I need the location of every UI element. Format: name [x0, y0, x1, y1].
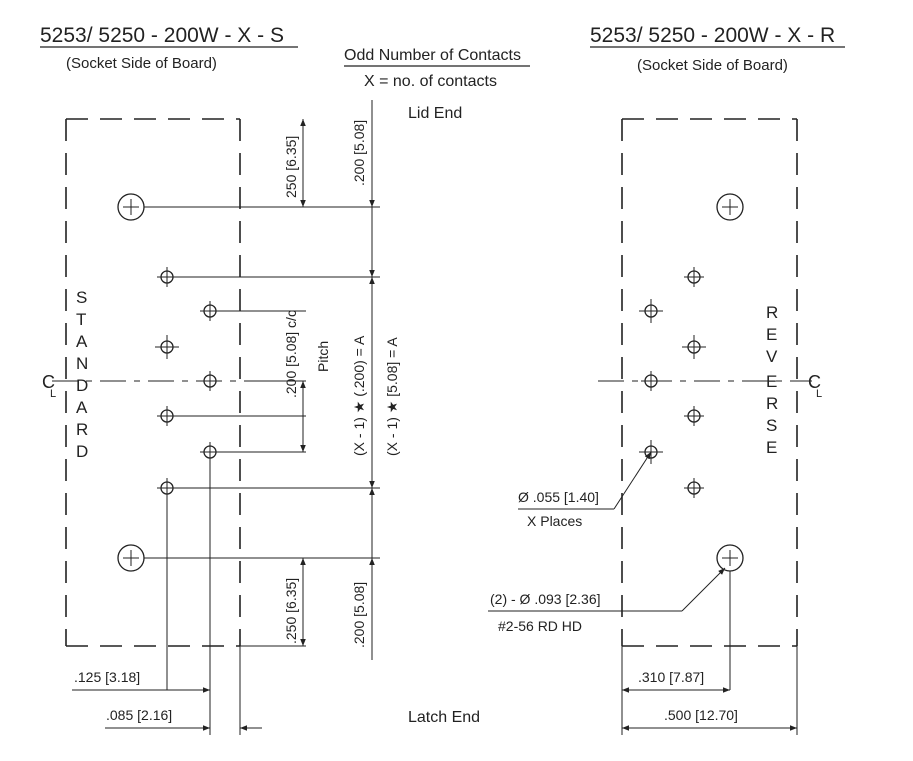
dim-pitch: .200 [5.08] c/c Pitch: [262, 310, 331, 452]
svg-text:E: E: [766, 372, 777, 391]
dim-500: .500 [12.70]: [622, 707, 797, 731]
svg-text:.250 [6.35]: .250 [6.35]: [283, 578, 299, 644]
odd-contacts-note: Odd Number of Contacts: [344, 47, 521, 64]
svg-text:S: S: [766, 416, 777, 435]
lid-end-label: Lid End: [408, 105, 462, 122]
svg-text:L: L: [816, 388, 822, 400]
svg-text:250 [6.35]: 250 [6.35]: [283, 136, 299, 198]
x-definition: X = no. of contacts: [364, 73, 497, 90]
contact-hole-callout: Ø .055 [1.40] X Places: [518, 451, 652, 529]
dim-top-200: .200 [5.08]: [351, 100, 375, 207]
svg-text:#2-56 RD HD: #2-56 RD HD: [498, 618, 582, 634]
svg-text:A: A: [76, 332, 88, 351]
svg-text:(X - 1) ★ [5.08] = A: (X - 1) ★ [5.08] = A: [384, 337, 400, 456]
right-contact-holes: [639, 267, 706, 498]
mount-hole-callout: (2) - Ø .093 [2.36] #2-56 RD HD: [488, 567, 726, 634]
svg-text:(2) - Ø .093 [2.36]: (2) - Ø .093 [2.36]: [490, 591, 601, 607]
svg-text:N: N: [76, 354, 88, 373]
right-socket-outline: [621, 118, 798, 647]
svg-text:R: R: [76, 420, 88, 439]
standard-label: S T A N D A R D: [76, 288, 88, 461]
left-subtitle: (Socket Side of Board): [66, 55, 217, 72]
left-mount-hole-top: [117, 193, 145, 221]
dim-bottom-offset: .250 [6.35]: [240, 558, 306, 647]
right-mount-hole-top: [716, 193, 744, 221]
left-mount-hole-bottom: [117, 544, 145, 572]
dim-top-offset: 250 [6.35]: [283, 119, 306, 207]
svg-text:S: S: [76, 288, 87, 307]
svg-text:X Places: X Places: [527, 513, 582, 529]
svg-text:R: R: [766, 303, 778, 322]
svg-text:D: D: [76, 442, 88, 461]
svg-text:.500 [12.70]: .500 [12.70]: [664, 707, 738, 723]
svg-text:E: E: [766, 325, 777, 344]
dim-bottom-200: .200 [5.08]: [351, 558, 375, 660]
svg-text:.200 [5.08]: .200 [5.08]: [351, 582, 367, 648]
right-centerline-symbol: C L: [808, 372, 822, 400]
right-mount-hole-bottom: [716, 544, 744, 572]
svg-text:D: D: [76, 376, 88, 395]
svg-text:R: R: [766, 394, 778, 413]
left-centerline-symbol: C L: [42, 372, 56, 400]
svg-text:L: L: [50, 388, 56, 400]
reverse-label: R E V E R S E: [766, 303, 778, 457]
dim-formula-a: (X - 1) ★ (.200) = A (X - 1) ★ [5.08] = …: [351, 207, 400, 558]
svg-text:T: T: [76, 310, 86, 329]
left-contact-holes: [155, 267, 220, 498]
svg-text:Ø .055 [1.40]: Ø .055 [1.40]: [518, 489, 599, 505]
svg-text:.125 [3.18]: .125 [3.18]: [74, 669, 140, 685]
left-socket-outline: [65, 118, 241, 647]
left-extension-lines: [144, 206, 380, 735]
svg-text:.200 [5.08]: .200 [5.08]: [351, 120, 367, 186]
svg-text:(X - 1) ★ (.200) = A: (X - 1) ★ (.200) = A: [351, 335, 367, 456]
svg-text:.310 [7.87]: .310 [7.87]: [638, 669, 704, 685]
svg-text:A: A: [76, 398, 88, 417]
svg-text:C: C: [808, 372, 821, 392]
svg-text:E: E: [766, 438, 777, 457]
svg-text:V: V: [766, 347, 778, 366]
right-subtitle: (Socket Side of Board): [637, 57, 788, 74]
svg-text:.200 [5.08] c/c: .200 [5.08] c/c: [283, 310, 299, 398]
svg-text:.085 [2.16]: .085 [2.16]: [106, 707, 172, 723]
dim-085: .085 [2.16]: [105, 707, 262, 731]
svg-text:C: C: [42, 372, 55, 392]
svg-text:Pitch: Pitch: [315, 341, 331, 372]
left-title: 5253/ 5250 - 200W - X - S: [40, 24, 284, 47]
dim-310: .310 [7.87]: [622, 669, 730, 693]
latch-end-label: Latch End: [408, 709, 480, 726]
right-title: 5253/ 5250 - 200W - X - R: [590, 24, 835, 47]
dim-125: .125 [3.18]: [72, 669, 210, 693]
